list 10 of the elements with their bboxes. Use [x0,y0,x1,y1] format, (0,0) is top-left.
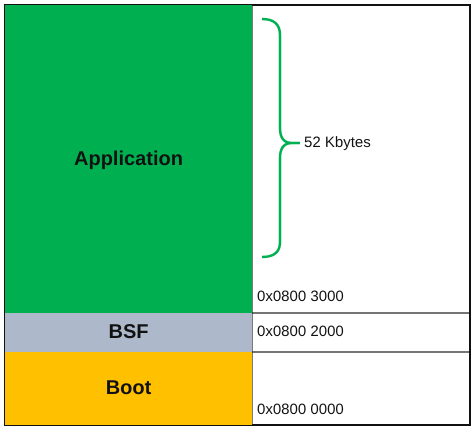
memory-region [5,5,252,313]
size-label: 52 Kbytes [304,134,371,151]
region-label: Application [74,148,183,170]
region-label: BSF [108,321,148,344]
address-label: 0x0800 2000 [257,323,344,340]
address-label: 0x0800 3000 [257,288,344,305]
address-label: 0x0800 0000 [257,401,344,418]
region-label: Boot [106,377,152,400]
memory-region [5,313,252,352]
memory-region [5,352,252,425]
